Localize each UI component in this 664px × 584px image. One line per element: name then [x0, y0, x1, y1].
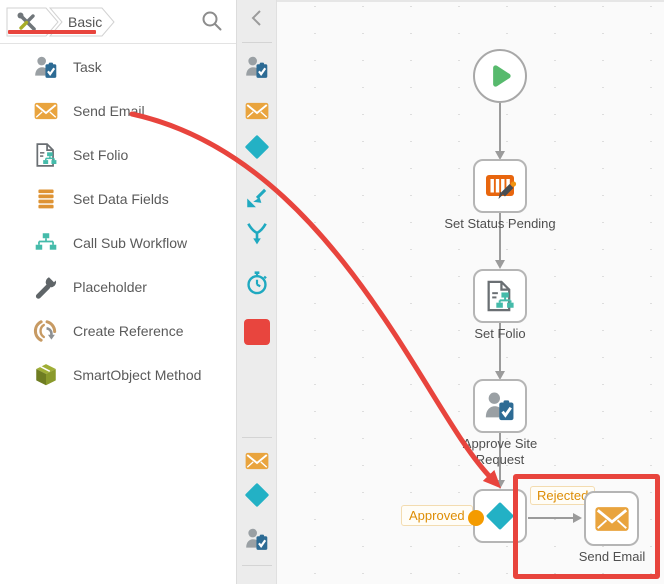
toolbox-item-call-sub-workflow[interactable]: Call Sub Workflow	[0, 221, 236, 265]
chevron-left-icon[interactable]	[245, 4, 269, 32]
converge-arrows-icon[interactable]	[244, 220, 270, 246]
decision-diamond-icon[interactable]	[244, 134, 270, 160]
task-icon	[33, 54, 59, 80]
strip-divider	[242, 437, 272, 438]
decision-diamond-icon	[485, 501, 515, 531]
placeholder-wrench-icon	[33, 274, 59, 300]
folio-icon	[483, 279, 517, 313]
email-icon[interactable]	[244, 98, 270, 124]
toolbox-item-label: Create Reference	[73, 323, 184, 339]
toolbox-item-smartobject-method[interactable]: SmartObject Method	[0, 353, 236, 397]
set-folio-icon	[33, 142, 59, 168]
node-label: Approve Site Request	[462, 436, 538, 467]
approve-site-request-node[interactable]	[473, 379, 527, 433]
send-email-icon	[33, 98, 59, 124]
play-icon	[485, 61, 515, 91]
call-sub-workflow-icon	[33, 230, 59, 256]
toolbox-item-list: Task Send Email Set Folio Set Data Field…	[0, 45, 236, 397]
smartobject-method-icon	[33, 362, 59, 388]
strip-divider	[242, 565, 272, 566]
breadcrumb[interactable]: Basic	[6, 7, 126, 37]
workflow-canvas[interactable]: Set Status Pending Set Folio Approve Sit…	[277, 0, 664, 584]
status-pencil-icon	[482, 168, 518, 204]
toolbox-item-label: SmartObject Method	[73, 367, 202, 383]
toolbox-item-set-folio[interactable]: Set Folio	[0, 133, 236, 177]
toolbox-item-label: Call Sub Workflow	[73, 235, 188, 251]
user-task-icon	[483, 389, 517, 423]
toolbox-item-label: Task	[73, 59, 102, 75]
toolbox-item-placeholder[interactable]: Placeholder	[0, 265, 236, 309]
toolbox-sidebar: Basic Task Send Email Set Folio	[0, 0, 237, 584]
toolbox-item-label: Send Email	[73, 103, 145, 119]
toolbox-item-label: Set Data Fields	[73, 191, 169, 207]
task-icon[interactable]	[244, 526, 270, 552]
strip-divider	[242, 42, 272, 43]
breadcrumb-basic-tab[interactable]	[48, 7, 115, 37]
decision-diamond-icon[interactable]	[244, 482, 270, 508]
timer-icon[interactable]	[244, 270, 270, 296]
toolbox-item-task[interactable]: Task	[0, 45, 236, 89]
toolbox-item-send-email[interactable]: Send Email	[0, 89, 236, 133]
breadcrumb-label: Basic	[68, 14, 102, 30]
task-icon[interactable]	[244, 54, 270, 80]
toolbox-item-set-data-fields[interactable]: Set Data Fields	[0, 177, 236, 221]
toolbox-item-label: Placeholder	[73, 279, 147, 295]
send-email-node[interactable]	[584, 491, 639, 546]
breadcrumb-underline-annotation	[8, 30, 96, 34]
branch-dot[interactable]	[468, 510, 484, 526]
search-icon[interactable]	[200, 9, 224, 33]
node-label: Set Folio	[474, 326, 526, 341]
set-folio-node[interactable]	[473, 269, 527, 323]
create-reference-icon	[33, 318, 59, 344]
crossed-tools-icon	[17, 12, 36, 31]
end-red-square-icon[interactable]	[244, 319, 270, 345]
branch-label-rejected: Rejected	[530, 486, 596, 505]
set-status-pending-node[interactable]	[473, 159, 527, 213]
set-data-fields-icon	[33, 186, 59, 212]
toolbox-item-label: Set Folio	[73, 147, 129, 163]
email-icon	[593, 500, 631, 538]
toolbox-header: Basic	[0, 0, 236, 44]
node-label: Set Status Pending	[444, 216, 556, 231]
node-label: Send Email	[578, 549, 646, 564]
icon-strip	[237, 0, 277, 584]
email-icon[interactable]	[244, 448, 270, 474]
branch-label-approved: Approved	[401, 505, 473, 526]
merge-arrow-icon[interactable]	[244, 185, 270, 211]
start-node[interactable]	[473, 49, 527, 103]
toolbox-item-create-reference[interactable]: Create Reference	[0, 309, 236, 353]
